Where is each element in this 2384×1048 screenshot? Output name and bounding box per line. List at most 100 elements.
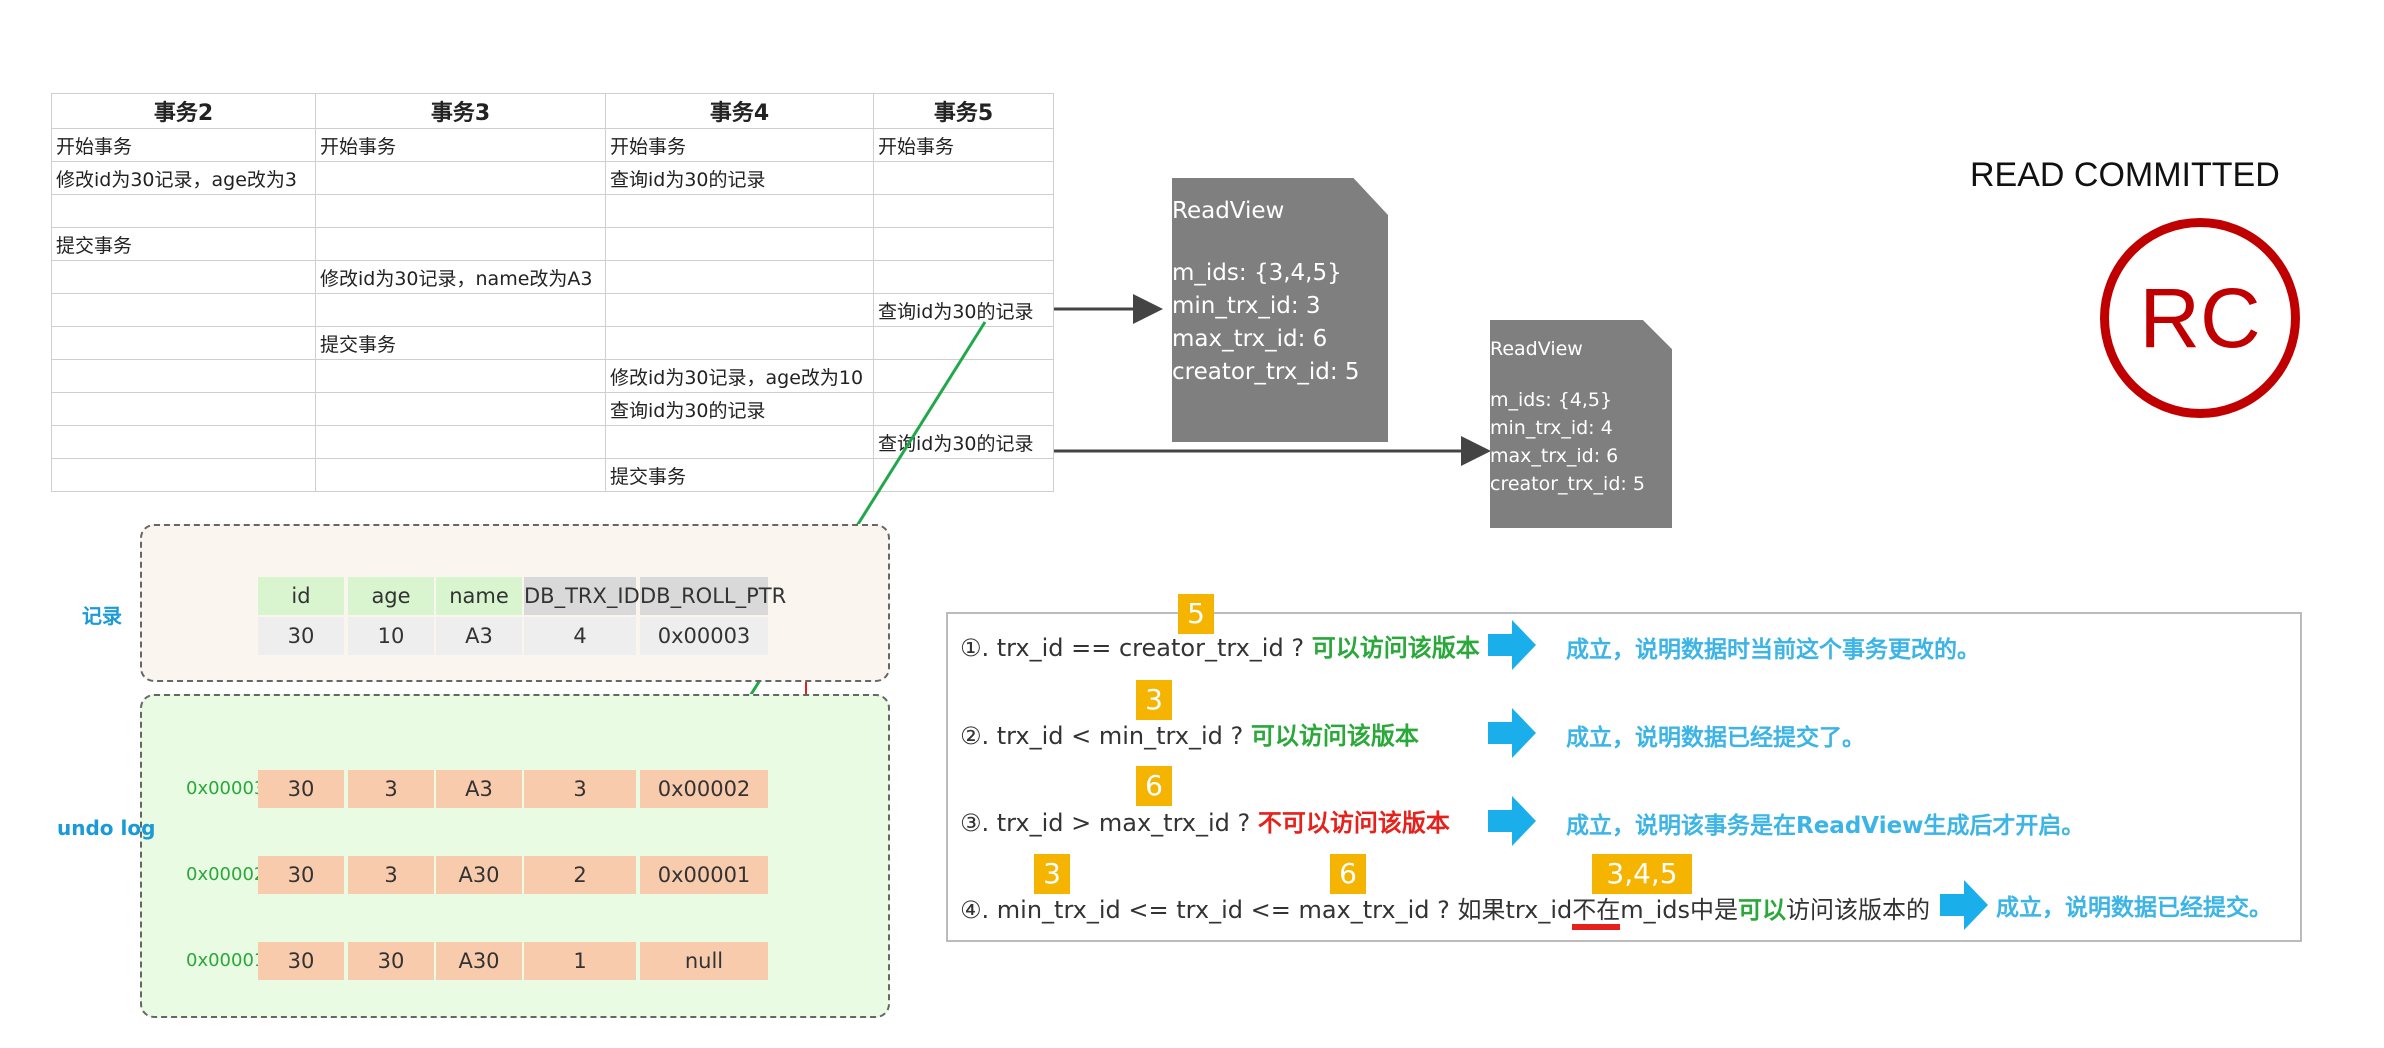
readview-2-title: ReadView [1490, 338, 1583, 360]
table-cell [873, 194, 1054, 228]
table-cell [51, 326, 316, 360]
condition-1: ①. trx_id == creator_trx_id ? 可以访问该版本 [960, 628, 1480, 663]
table-cell [315, 425, 606, 459]
table-cell: 查询id为30的记录 [605, 161, 874, 195]
record-header-cell: DB_ROLL_PTR [640, 577, 786, 615]
undo-row-address: 0x00001 [186, 950, 266, 971]
record-label: 记录 [82, 604, 122, 628]
condition-3-verdict: 不可以访问该版本 [1257, 809, 1450, 837]
table-row: 提交事务 [51, 227, 1054, 261]
undo-value-cell: 3 [348, 770, 434, 808]
undo-value-cell: null [640, 942, 768, 980]
undo-value-cell: 0x00002 [640, 770, 768, 808]
badge-max-trx-id: 6 [1136, 766, 1172, 806]
badge-max-trx-id-4: 6 [1330, 854, 1366, 894]
undo-log-label: undo log [57, 816, 156, 840]
table-row: 修改id为30记录，age改为10 [51, 359, 1054, 393]
badge-min-trx-id: 3 [1136, 680, 1172, 720]
readview-1-m-ids: m_ids: {3,4,5} [1172, 260, 1342, 286]
condition-1-verdict: 可以访问该版本 [1311, 634, 1480, 662]
condition-4-result: 成立，说明数据已经提交。 [1996, 895, 2272, 921]
table-cell [51, 392, 316, 426]
table-cell: 开始事务 [605, 128, 874, 162]
readview-1-title: ReadView [1172, 198, 1285, 224]
record-header-cell: name [436, 577, 522, 615]
undo-value-cell: 30 [258, 856, 344, 894]
readview-2-creator-trx-id: creator_trx_id: 5 [1490, 473, 1645, 495]
condition-4-text: ④. min_trx_id <= trx_id <= max_trx_id ? [960, 896, 1450, 924]
readview-2: ReadView m_ids: {4,5} min_trx_id: 4 max_… [1490, 320, 1672, 528]
rc-circle-badge: RC [2100, 218, 2300, 418]
table-cell: 开始事务 [315, 128, 606, 162]
header-trx3: 事务3 [315, 93, 606, 129]
undo-row-address: 0x00003 [186, 778, 266, 799]
condition-4-access: 访问该版本的 [1786, 896, 1931, 924]
undo-value-cell: 1 [524, 942, 636, 980]
condition-4-if: 如果trx_id [1457, 896, 1573, 924]
undo-row-address: 0x00002 [186, 864, 266, 885]
rc-label: RC [2139, 271, 2261, 365]
record-value-cell: 4 [524, 617, 636, 655]
undo-value-cell: 2 [524, 856, 636, 894]
condition-4-can: 可以 [1738, 896, 1787, 924]
header-trx4: 事务4 [605, 93, 874, 129]
table-cell [605, 227, 874, 261]
undo-value-cell: A30 [436, 856, 522, 894]
record-value-cell: 30 [258, 617, 344, 655]
condition-3-result: 成立，说明该事务是在ReadView生成后才开启。 [1566, 813, 2085, 839]
readview-1: ReadView m_ids: {3,4,5} min_trx_id: 3 ma… [1172, 178, 1388, 442]
readview-1-min-trx-id: min_trx_id: 3 [1172, 293, 1321, 319]
table-cell [873, 359, 1054, 393]
condition-2-verdict: 可以访问该版本 [1250, 722, 1419, 750]
readview-1-creator-trx-id: creator_trx_id: 5 [1172, 359, 1360, 385]
readview-2-m-ids: m_ids: {4,5} [1490, 389, 1613, 411]
table-row: 提交事务 [51, 458, 1054, 492]
table-cell: 提交事务 [605, 458, 874, 492]
record-value-cell: A3 [436, 617, 522, 655]
condition-4: ④. min_trx_id <= trx_id <= max_trx_id ? … [960, 890, 1931, 930]
undo-value-cell: 30 [348, 942, 434, 980]
table-cell: 修改id为30记录，name改为A3 [315, 260, 606, 294]
badge-m-ids: 3,4,5 [1592, 854, 1692, 894]
badge-creator-trx-id: 5 [1178, 594, 1214, 634]
undo-value-cell: 3 [348, 856, 434, 894]
conditions-panel [946, 612, 2302, 942]
condition-2-text: ②. trx_id < min_trx_id ? [960, 722, 1244, 750]
condition-1-result: 成立，说明数据时当前这个事务更改的。 [1566, 637, 1980, 663]
undo-value-cell: A30 [436, 942, 522, 980]
condition-3-text: ③. trx_id > max_trx_id ? [960, 809, 1251, 837]
table-cell [873, 227, 1054, 261]
table-cell [51, 260, 316, 294]
condition-2: ②. trx_id < min_trx_id ? 可以访问该版本 [960, 716, 1419, 751]
table-cell [315, 458, 606, 492]
undo-value-cell: 0x00001 [640, 856, 768, 894]
record-value-cell: 10 [348, 617, 434, 655]
readview-2-max-trx-id: max_trx_id: 6 [1490, 445, 1619, 467]
readview-1-max-trx-id: max_trx_id: 6 [1172, 326, 1328, 352]
condition-3: ③. trx_id > max_trx_id ? 不可以访问该版本 [960, 803, 1450, 838]
table-row: 开始事务开始事务开始事务开始事务 [51, 128, 1054, 162]
isolation-level-title: READ COMMITTED [1970, 156, 2280, 194]
record-header-cell: DB_TRX_ID [524, 577, 640, 615]
condition-4-in-m-ids: m_ids中是 [1620, 896, 1739, 924]
table-cell: 开始事务 [873, 128, 1054, 162]
table-row: 修改id为30记录，name改为A3 [51, 260, 1054, 294]
condition-1-text: ①. trx_id == creator_trx_id ? [960, 634, 1305, 662]
undo-value-cell: 30 [258, 770, 344, 808]
undo-value-cell: 30 [258, 942, 344, 980]
table-cell [873, 458, 1054, 492]
table-cell [51, 458, 316, 492]
readview-2-min-trx-id: min_trx_id: 4 [1490, 417, 1613, 439]
undo-value-cell: A3 [436, 770, 522, 808]
table-cell: 修改id为30记录，age改为3 [51, 161, 316, 195]
badge-min-trx-id-4: 3 [1034, 854, 1070, 894]
table-cell: 提交事务 [315, 326, 606, 360]
table-cell [605, 326, 874, 360]
table-cell [51, 425, 316, 459]
table-cell: 修改id为30记录，age改为10 [605, 359, 874, 393]
record-value-cell: 0x00003 [640, 617, 768, 655]
record-header-cell: id [258, 577, 344, 615]
table-cell [51, 293, 316, 327]
undo-value-cell: 3 [524, 770, 636, 808]
table-cell: 查询id为30的记录 [873, 293, 1054, 327]
